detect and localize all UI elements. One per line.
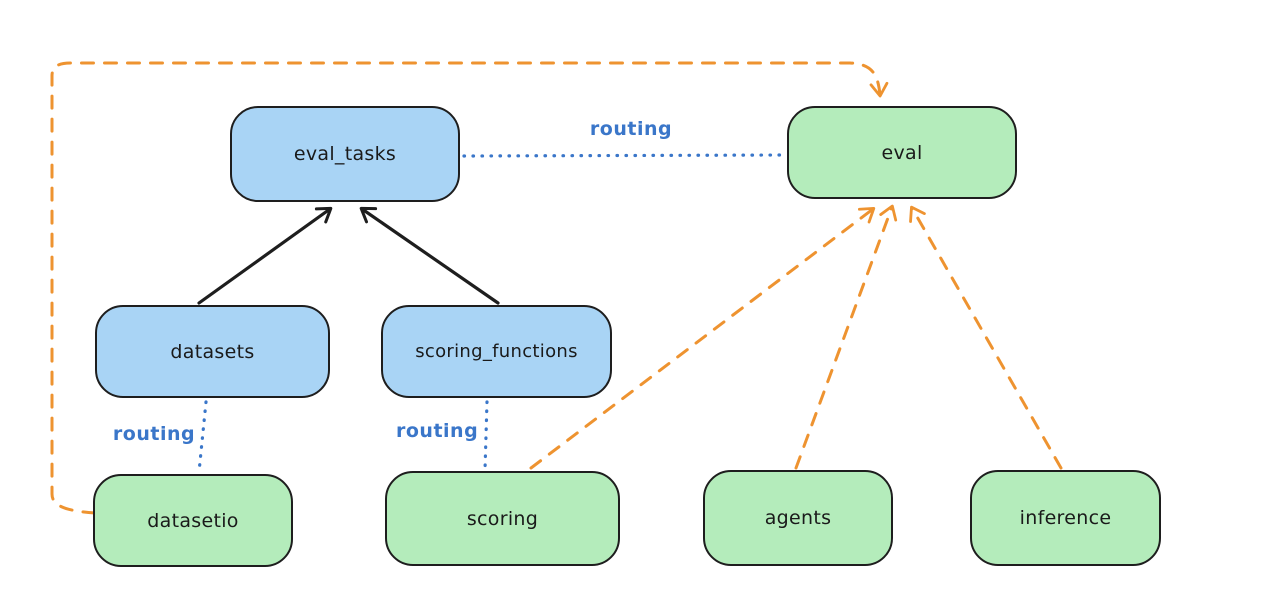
node-scoring_functions: scoring_functions — [381, 305, 612, 398]
node-agents: agents — [703, 470, 893, 566]
edge-agents-to-eval — [794, 204, 898, 470]
edge-datasetio-to-eval — [50, 61, 889, 515]
node-datasets: datasets — [95, 305, 330, 398]
node-scoring-label: scoring — [466, 507, 539, 530]
edge-scoring_functions-to-eval_tasks — [359, 206, 500, 305]
node-inference: inference — [970, 470, 1161, 566]
node-agents-label: agents — [764, 507, 832, 529]
edge-eval_tasks-to-eval-routing — [462, 153, 787, 158]
node-scoring_functions-label: scoring_functions — [415, 341, 578, 362]
edge-label-routing-eval_tasks-eval: routing — [589, 118, 673, 140]
node-datasetio: datasetio — [93, 474, 293, 567]
edge-label-routing-scoring_functions-scoring: routing — [396, 420, 479, 442]
edge-datasets-to-datasetio-routing — [197, 400, 208, 474]
edge-label-routing-datasets-datasetio: routing — [112, 423, 196, 445]
node-scoring: scoring — [385, 471, 620, 566]
edge-scoring_functions-to-scoring-routing — [483, 400, 489, 472]
node-inference-label: inference — [1019, 507, 1112, 529]
node-eval-label: eval — [881, 141, 923, 164]
edge-datasets-to-eval_tasks — [197, 206, 333, 305]
node-datasetio-label: datasetio — [147, 509, 239, 532]
node-datasets-label: datasets — [170, 340, 255, 363]
edge-inference-to-eval — [909, 205, 1063, 470]
node-eval: eval — [787, 106, 1017, 199]
node-eval_tasks-label: eval_tasks — [293, 143, 397, 165]
edge-scoring-to-eval — [529, 206, 876, 470]
node-eval_tasks: eval_tasks — [230, 106, 460, 202]
